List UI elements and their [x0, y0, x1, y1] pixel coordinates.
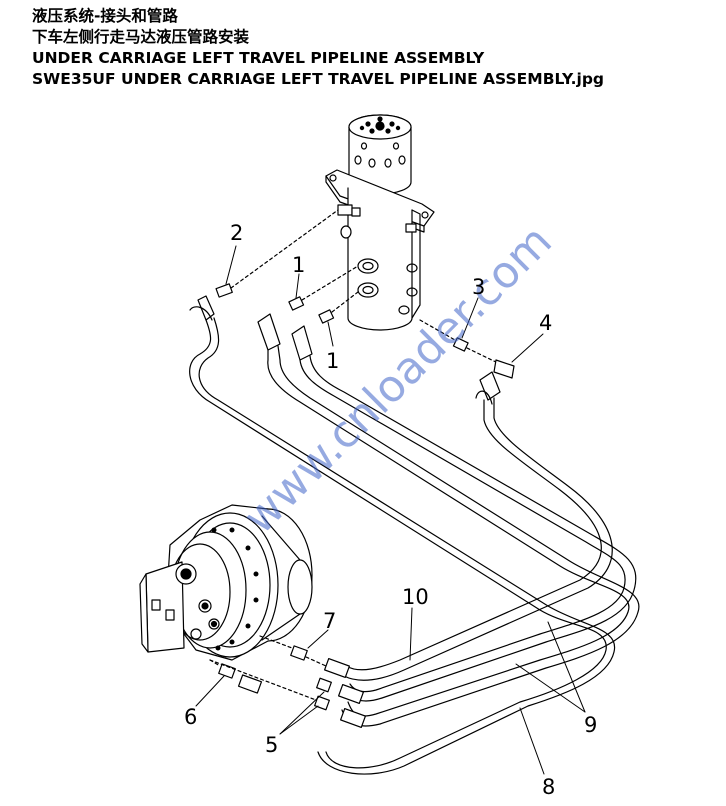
callout-4: 4	[539, 311, 552, 335]
callout-2: 2	[230, 221, 243, 245]
center-swivel-joint	[325, 114, 435, 331]
travel-motor	[139, 504, 313, 661]
leader-lines	[195, 245, 586, 775]
callout-1-upper: 1	[292, 253, 305, 277]
title-file-name: SWE35UF UNDER CARRIAGE LEFT TRAVEL PIPEL…	[32, 70, 605, 88]
title-block: 液压系统-接头和管路 下车左侧行走马达液压管路安装 UNDER CARRIAGE…	[32, 6, 604, 90]
fittings-upper	[189, 209, 515, 405]
title-chinese-system: 液压系统-接头和管路	[32, 7, 178, 25]
callout-7: 7	[323, 609, 336, 633]
fittings-lower	[209, 635, 366, 729]
callout-numbers: 2 1 1 3 4 7 10 6 5 9 8	[184, 221, 597, 799]
title-english-assembly: UNDER CARRIAGE LEFT TRAVEL PIPELINE ASSE…	[32, 49, 485, 67]
callout-8: 8	[542, 775, 555, 799]
callout-6: 6	[184, 705, 197, 729]
callout-5: 5	[265, 733, 278, 757]
title-chinese-assembly: 下车左侧行走马达液压管路安装	[32, 28, 250, 46]
callout-9: 9	[584, 713, 597, 737]
callout-10: 10	[402, 585, 429, 609]
callout-3: 3	[472, 275, 485, 299]
pipelines	[189, 317, 640, 775]
callout-1-lower: 1	[326, 349, 339, 373]
